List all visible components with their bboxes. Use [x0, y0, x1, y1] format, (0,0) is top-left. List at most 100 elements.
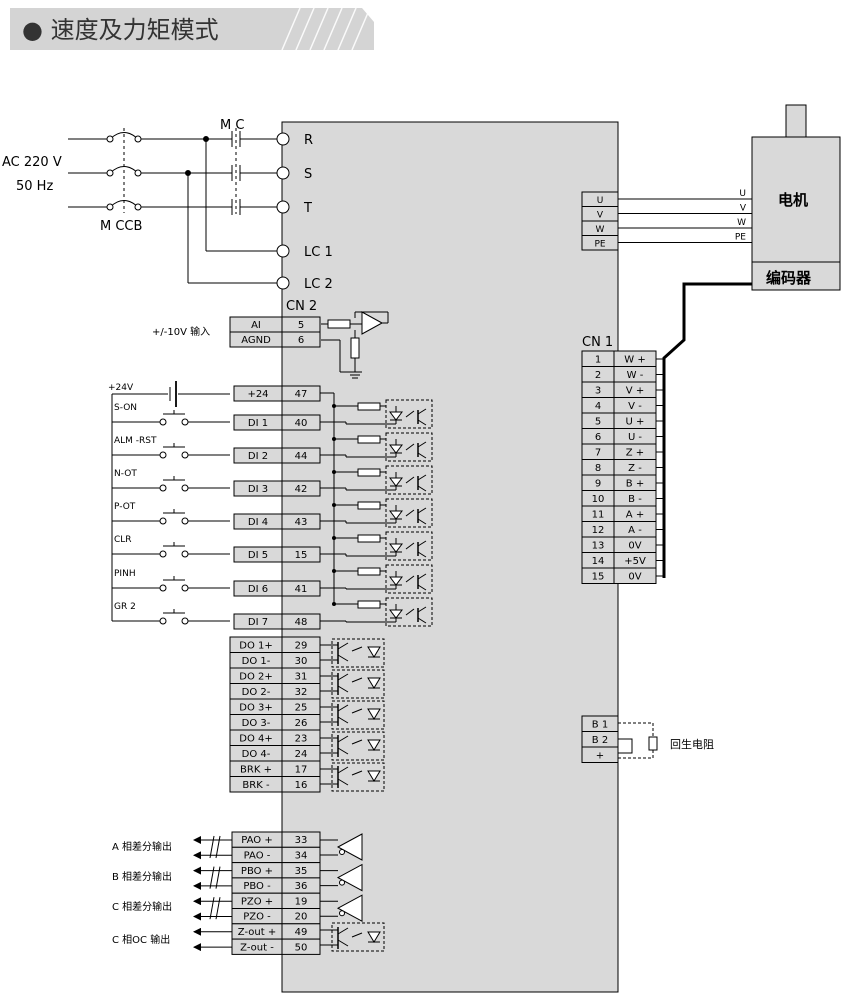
cn2-input-row-name: DI 6 — [248, 584, 268, 595]
cn2-pulse-row-pin: 49 — [295, 927, 308, 938]
output-optocoupler — [331, 638, 385, 668]
analog-amplifier — [321, 311, 389, 379]
led-symbol — [367, 739, 381, 751]
pulse-group-label: C 相差分输出 — [112, 900, 172, 913]
output-optocoupler — [331, 700, 385, 730]
cn2-output-row: DO 3+25 — [229, 698, 321, 715]
motor-terminal-name: U — [597, 196, 604, 206]
cn2-input-row-pin: 47 — [295, 389, 308, 400]
cn2-output-row-pin: 29 — [295, 640, 308, 651]
cn1-row-pin: 0V — [628, 540, 641, 551]
cn1-row-name: 15 — [592, 571, 605, 582]
motor-terminal-row: WW — [581, 218, 752, 236]
cn2-pulse-row-pin: 20 — [295, 912, 308, 923]
cn2-pulse-row-name: PAO + — [241, 835, 272, 846]
switch-contact — [181, 418, 189, 426]
cn1-row-pin: 0V — [628, 571, 641, 582]
cn2-pulse-row: Z-out +49 — [231, 923, 321, 940]
cn2-output-row-pin: 23 — [295, 733, 308, 744]
cn2-pulse-row-pin: 34 — [295, 850, 308, 861]
input-resistor — [357, 567, 381, 576]
encoder-label: 编码器 — [766, 269, 812, 287]
cn2-output-row-pin: 30 — [295, 656, 308, 667]
cn1-row-name: 11 — [592, 509, 605, 520]
cn1-row-name: 8 — [595, 463, 601, 474]
cn1-row-pin: W + — [624, 354, 645, 365]
output-optocoupler — [331, 762, 385, 792]
cn2-analog-row-pin: 5 — [298, 320, 304, 331]
encoder-box — [751, 261, 841, 291]
cn2-pulse-row-pin: 35 — [295, 866, 308, 877]
cn1-row: 14+5V — [581, 552, 657, 569]
contactor-label: M C — [220, 118, 244, 133]
line-driver-symbol — [336, 833, 363, 861]
regen-resistor — [618, 722, 658, 759]
breaker-label: M CCB — [100, 219, 142, 234]
cn1-row-name: 1 — [595, 354, 601, 365]
terminal-s: S — [304, 167, 312, 182]
cn2-pulse-row: PZO -20 — [231, 908, 321, 925]
motor-assembly — [751, 104, 841, 291]
input-optocoupler — [385, 597, 433, 627]
header-banner: ● 速度及力矩模式 — [10, 7, 374, 51]
cn2-input-row-pin: 43 — [295, 517, 308, 528]
switch-contact — [159, 550, 167, 558]
cn2-output-row: DO 2+31 — [229, 667, 321, 684]
cn2-output-row-name: DO 4- — [242, 749, 271, 760]
switch-contact — [159, 484, 167, 492]
supply-frequency-label: 50 Hz — [16, 179, 53, 194]
cn2-output-row: DO 3-26 — [229, 714, 321, 731]
line-driver-symbol — [336, 894, 363, 923]
input-optocoupler — [385, 564, 433, 594]
motor-label: 电机 — [778, 191, 808, 209]
cn2-output-row-pin: 32 — [295, 687, 308, 698]
cn2-pulse-row: PAO +33 — [231, 831, 321, 848]
cn2-output-row-name: DO 2+ — [239, 671, 273, 682]
cn2-output-row-pin: 26 — [295, 718, 308, 729]
cn2-pulse-row: PBO +35 — [231, 862, 321, 879]
cn1-row-pin: V + — [626, 385, 644, 396]
cn2-input-row-name: DI 3 — [248, 484, 268, 495]
cn2-output-row-name: DO 1- — [242, 656, 271, 667]
cn1-row-pin: +5V — [624, 556, 646, 567]
input-resistor — [357, 600, 381, 609]
led-symbol — [367, 931, 381, 943]
switch-label: PINH — [114, 569, 136, 579]
switch-contact — [159, 517, 167, 525]
regen-terminal-name: B 2 — [592, 735, 608, 746]
switch-label: N-OT — [114, 469, 137, 479]
input-optocoupler — [385, 399, 433, 429]
cn2-output-row-name: BRK - — [242, 780, 270, 791]
regen-terminal-row: B 1 — [581, 715, 619, 732]
switch-contact — [159, 617, 167, 625]
cn2-input-row-name: DI 7 — [248, 617, 268, 628]
cn1-row-name: 4 — [595, 401, 601, 412]
regen-terminals: B 1B 2+ — [581, 715, 619, 763]
cn2-pulse-row: PAO -34 — [231, 846, 321, 864]
pulse-group-label: B 相差分输出 — [112, 870, 172, 883]
led-symbol — [367, 677, 381, 689]
cn1-row-name: 6 — [595, 432, 601, 443]
switch-contact — [159, 584, 167, 592]
motor-terminal-row: VV — [581, 204, 752, 222]
supply-24v-battery — [111, 381, 230, 621]
motor-terminal-name: V — [597, 211, 604, 221]
cn2-output-row-name: DO 1+ — [239, 640, 273, 651]
zout-optocoupler — [331, 922, 385, 952]
cn1-row-pin: B - — [628, 494, 642, 505]
